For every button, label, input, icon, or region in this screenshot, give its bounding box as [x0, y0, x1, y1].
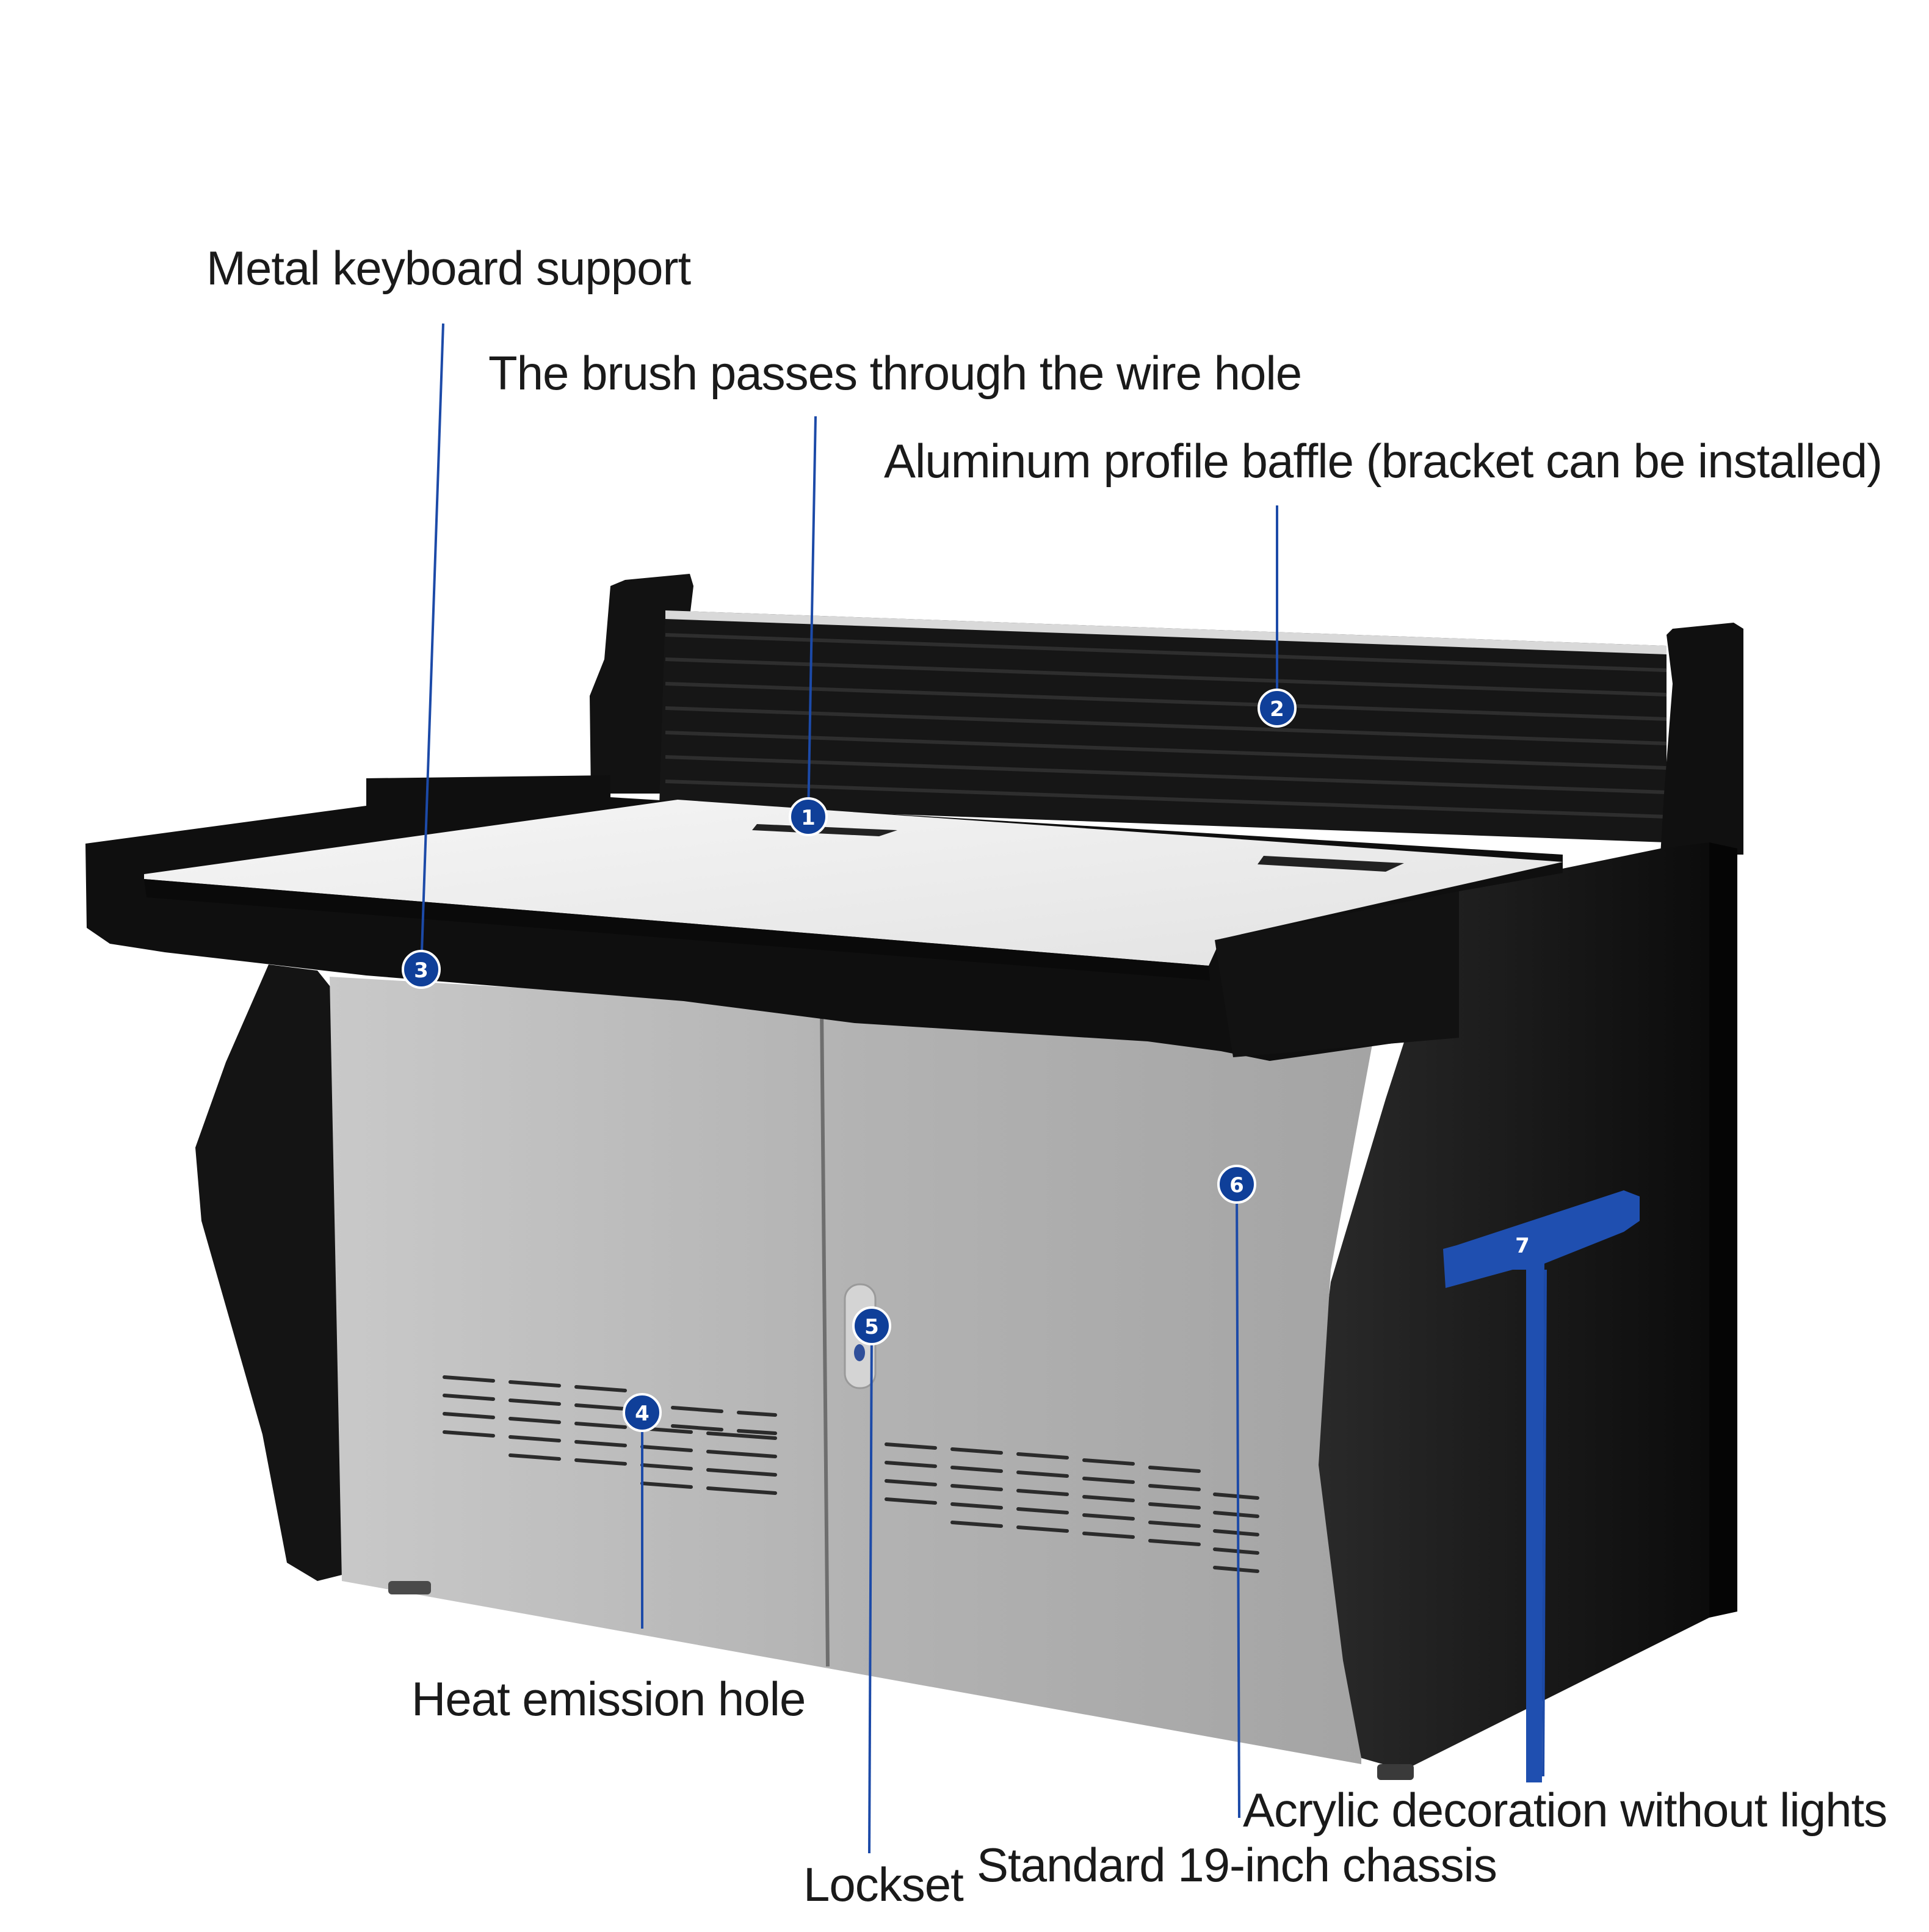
- callout-lockset: Lockset: [803, 1858, 964, 1911]
- leader-lines: [420, 323, 1547, 1854]
- callout-standard-chassis: Standard 19-inch chassis: [977, 1838, 1497, 1892]
- badge-2: 2: [1258, 689, 1297, 728]
- heat-vents-right: [885, 1442, 1259, 1573]
- baffle-slats: [665, 633, 1667, 819]
- svg-text:1: 1: [801, 806, 816, 830]
- aluminum-baffle: [590, 574, 1743, 855]
- svg-text:7: 7: [1515, 1234, 1530, 1258]
- heat-vents-left: [443, 1375, 777, 1495]
- acrylic-decoration: [1443, 1190, 1640, 1782]
- cabinet-doors: [330, 977, 1373, 1764]
- svg-text:6: 6: [1229, 1173, 1244, 1198]
- badge-6: 6: [1217, 1165, 1256, 1204]
- badge-1: 1: [789, 797, 828, 836]
- wire-hole-1: [752, 824, 897, 836]
- foot-right: [1377, 1764, 1414, 1780]
- leader-line-1: [807, 416, 817, 817]
- leader-line-7: [1542, 1269, 1547, 1777]
- badge-7: 7: [1515, 1234, 1530, 1258]
- badge-5: 5: [852, 1306, 891, 1345]
- lock-keyhole: [854, 1344, 865, 1361]
- svg-text:3: 3: [414, 958, 429, 983]
- right-side-panel: [1312, 842, 1709, 1770]
- leader-line-3: [420, 323, 444, 970]
- svg-text:4: 4: [635, 1402, 650, 1426]
- desktop: [85, 775, 1563, 1061]
- callout-heat-emission-hole: Heat emission hole: [411, 1672, 806, 1726]
- badge-3: 3: [402, 950, 441, 989]
- badge-4: 4: [623, 1393, 662, 1432]
- callout-aluminum-baffle: Aluminum profile baffle (bracket can be …: [884, 434, 1883, 488]
- left-side-panel: [195, 964, 342, 1581]
- leader-line-5: [868, 1326, 873, 1854]
- callout-acrylic-decoration: Acrylic decoration without lights: [1243, 1783, 1887, 1837]
- svg-text:5: 5: [864, 1315, 879, 1339]
- foot-left: [388, 1581, 431, 1594]
- callout-brush-wire-hole: The brush passes through the wire hole: [488, 346, 1302, 400]
- callout-metal-keyboard-support: Metal keyboard support: [206, 241, 691, 295]
- svg-text:2: 2: [1270, 697, 1284, 722]
- wire-hole-2: [1258, 856, 1404, 872]
- leader-line-6: [1236, 1184, 1240, 1818]
